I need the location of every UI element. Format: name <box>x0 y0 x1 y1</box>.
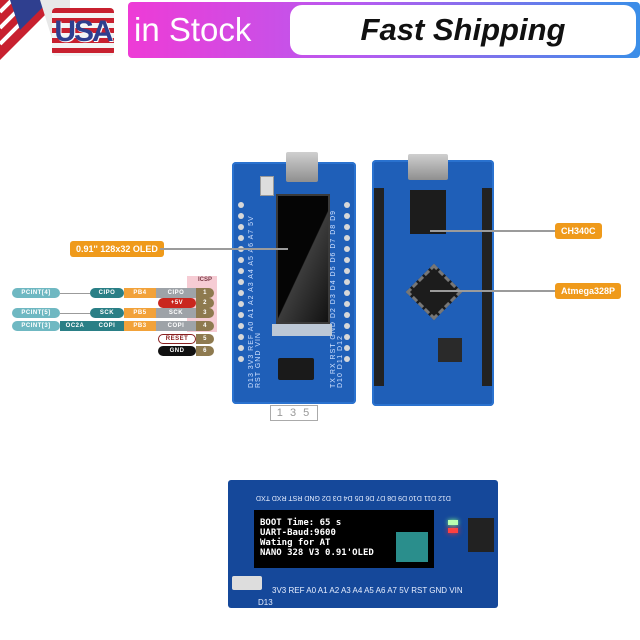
status-led <box>448 520 458 525</box>
ch340c-callout: CH340C <box>555 223 602 239</box>
bottom-pin-labels: 3V3 REF A0 A1 A2 A3 A4 A5 A6 A7 5V RST G… <box>272 586 463 595</box>
power-pill: +5V <box>158 298 196 308</box>
pcint-pill: PCINT[3] <box>12 321 60 331</box>
pin-number: 5 <box>196 334 214 344</box>
pcint-pill: PCINT[4] <box>12 288 60 298</box>
name-pill: CIPO <box>156 288 196 298</box>
function-pill: SCK <box>90 308 124 318</box>
function-pill: COPI <box>90 321 124 331</box>
board-photo: D12 D11 D10 D9 D8 D7 D6 D5 D4 D3 D2 GND … <box>228 480 498 608</box>
pin-number: 6 <box>196 346 214 356</box>
right-header-strip <box>482 188 492 386</box>
usb-c-port <box>286 152 318 182</box>
pin-number: 3 <box>196 308 214 318</box>
name-pill: SCK <box>156 308 196 318</box>
oled-display <box>276 194 330 324</box>
left-header-strip <box>374 188 384 386</box>
nano-board-front: D13 3V3 REF A0 A1 A2 A3 A4 A5 A6 A7 5V R… <box>232 152 356 404</box>
port-pill: PB5 <box>124 308 156 318</box>
pin-number: 4 <box>196 321 214 331</box>
atmega-callout-line <box>430 290 556 292</box>
pin-number: 2 <box>196 298 214 308</box>
oled-flex <box>396 532 428 562</box>
icsp-header-caption: 1 3 5 <box>270 405 318 421</box>
ground-pill: GND <box>158 346 196 356</box>
alt-function-pill: OC2A <box>60 321 90 331</box>
voltage-regulator <box>438 338 462 362</box>
port-pill: PB4 <box>124 288 156 298</box>
usb-c-port-back <box>408 154 448 180</box>
top-pin-labels: D12 D11 D10 D9 D8 D7 D6 D5 D4 D3 D2 GND … <box>256 494 451 501</box>
pin-number: 1 <box>196 288 214 298</box>
pinout-line <box>60 313 90 314</box>
atmega-callout: Atmega328P <box>555 283 622 299</box>
icsp-title: ICSP <box>198 277 213 283</box>
oled-line-1: BOOT Time: 65 s <box>260 518 342 528</box>
right-pin-labels: TX RX RST GND D2 D3 D4 D5 D6 D7 D8 D9 D1… <box>330 209 344 388</box>
fast-shipping-label: Fast Shipping <box>290 5 636 55</box>
pinout-line <box>60 293 90 294</box>
oled-callout: 0.91'' 128x32 OLED <box>70 241 164 257</box>
atmega328p-chip <box>405 263 463 321</box>
nano-board-back <box>372 154 494 406</box>
name-pill: COPI <box>156 321 196 331</box>
function-pill: CIPO <box>90 288 124 298</box>
oled-line-2: UART-Baud:9600 <box>260 528 336 538</box>
right-pin-row <box>344 202 350 362</box>
reset-button <box>260 176 274 196</box>
port-pill: PB3 <box>124 321 156 331</box>
oled-line-3: Wating for AT <box>260 538 331 548</box>
icsp-header <box>278 358 314 380</box>
left-pin-labels: D13 3V3 REF A0 A1 A2 A3 A4 A5 A6 A7 5V R… <box>248 215 262 388</box>
reset-button-photo <box>232 576 262 590</box>
oled-callout-line <box>160 248 288 250</box>
icsp-pin-header <box>468 518 494 552</box>
pcint-pill: PCINT[5] <box>12 308 60 318</box>
usa-badge: USA <box>52 8 114 56</box>
left-pin-row <box>238 202 244 362</box>
oled-line-4: NANO 328 V3 0.91'OLED <box>260 548 374 558</box>
oled-flex-connector <box>272 324 332 336</box>
d13-label: D13 <box>258 598 273 607</box>
ch340c-callout-line <box>430 230 556 232</box>
power-led <box>448 528 458 533</box>
ch340c-chip <box>410 190 446 234</box>
reset-pill: RESET <box>158 334 196 344</box>
in-stock-label: in Stock <box>134 11 252 48</box>
